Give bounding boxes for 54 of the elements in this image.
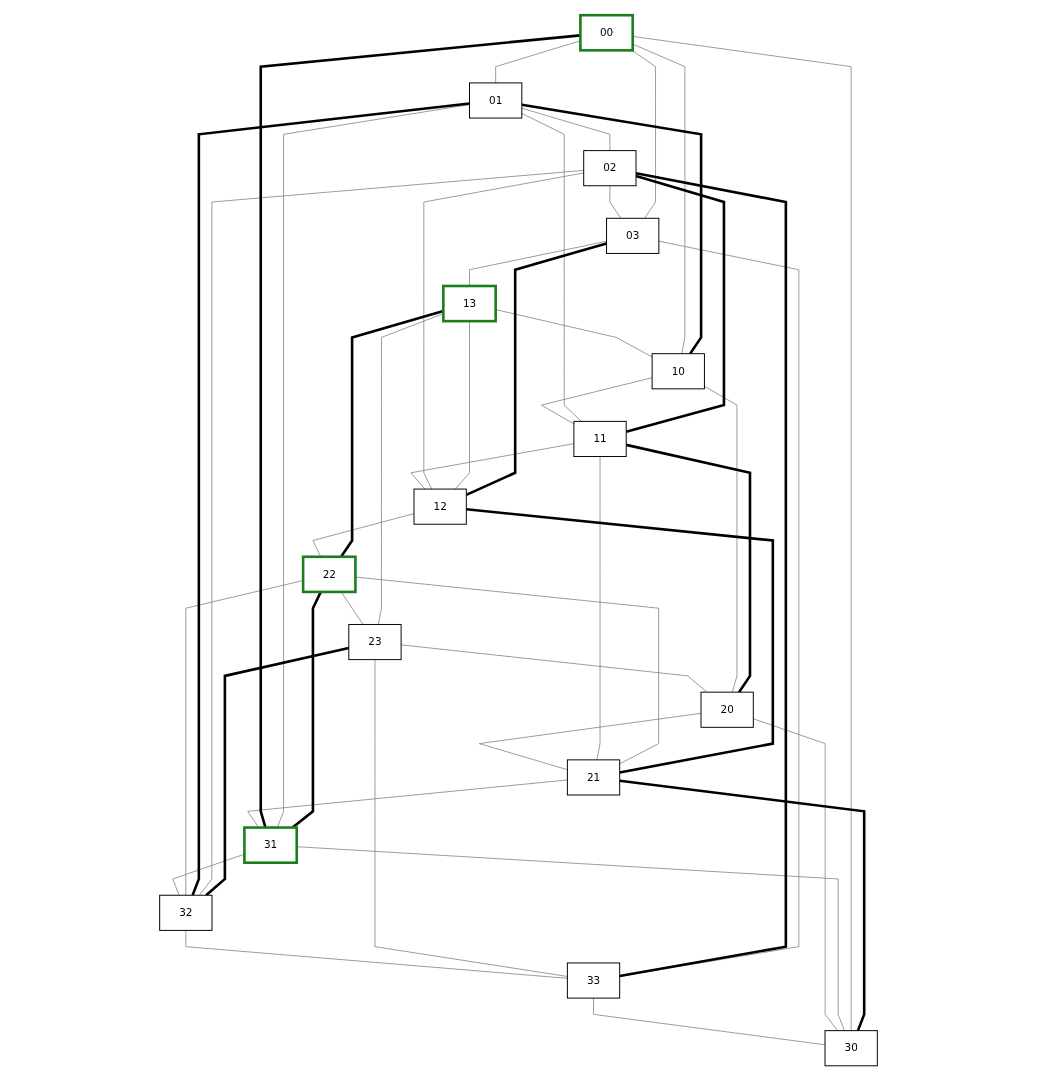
connector — [296, 846, 845, 1032]
node-box: 02 — [583, 150, 637, 187]
connector — [198, 170, 585, 896]
connector — [609, 185, 622, 219]
connector — [377, 313, 444, 625]
node-box: 03 — [606, 217, 660, 254]
connector — [276, 104, 470, 828]
node-box: 20 — [700, 691, 754, 728]
connector — [495, 309, 653, 358]
connector — [632, 43, 686, 355]
node-box: 21 — [566, 759, 621, 796]
node-box: 22 — [301, 555, 357, 594]
connector — [205, 646, 350, 897]
node-box: 11 — [573, 420, 627, 457]
node-box: 10 — [651, 353, 705, 390]
connector — [593, 997, 826, 1046]
connector — [410, 443, 575, 490]
node-box: 12 — [413, 488, 467, 525]
connector — [185, 930, 568, 979]
node-box: 31 — [243, 826, 299, 864]
connector — [423, 172, 585, 490]
connector — [596, 456, 601, 761]
node-box: 33 — [566, 962, 621, 999]
connector — [704, 385, 738, 693]
connector — [185, 580, 304, 896]
node-box: 01 — [469, 82, 523, 119]
node-box: 32 — [159, 894, 213, 931]
connector — [521, 113, 582, 422]
connector — [540, 377, 653, 425]
connector — [478, 712, 702, 771]
connector — [752, 718, 839, 1032]
connector — [521, 107, 611, 151]
connector — [625, 174, 726, 434]
connector — [466, 508, 775, 774]
connector — [632, 36, 852, 1032]
node-box: 30 — [824, 1030, 878, 1067]
connector — [521, 103, 703, 355]
connector — [631, 49, 656, 219]
connector — [625, 443, 752, 693]
connector — [465, 242, 607, 497]
connector — [247, 779, 568, 828]
node-box: 23 — [348, 624, 402, 661]
connector — [191, 102, 470, 896]
connector — [355, 576, 659, 765]
connector — [619, 779, 866, 1032]
connector — [259, 34, 581, 828]
node-box: 00 — [579, 13, 634, 52]
connector — [374, 659, 568, 977]
connector — [400, 644, 708, 693]
connector — [495, 40, 581, 84]
connector — [340, 591, 364, 625]
node-box: 13 — [442, 284, 497, 323]
connector — [172, 853, 245, 896]
connector — [291, 591, 322, 829]
